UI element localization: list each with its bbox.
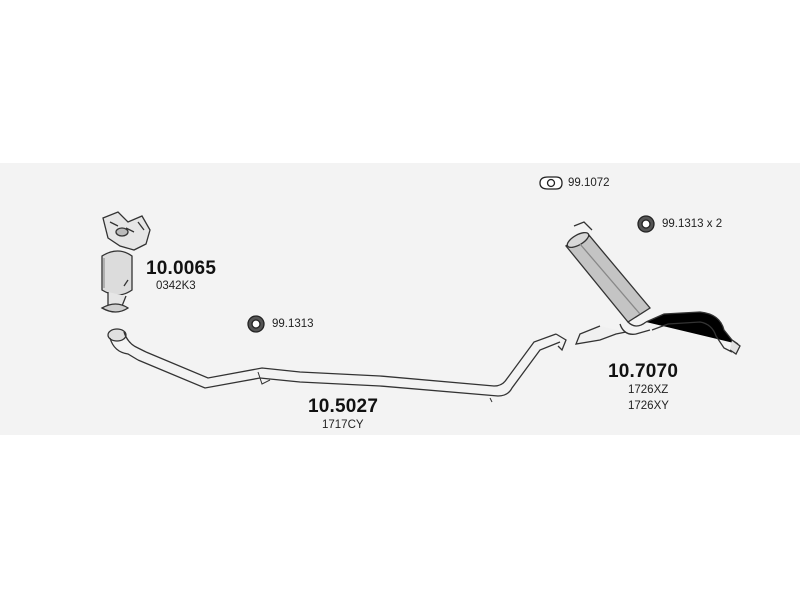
gasket-code: 99.1072 — [568, 177, 610, 189]
catalyst-part-number: 10.0065 — [146, 258, 217, 279]
diagram-background — [0, 163, 800, 435]
middle-pipe-part — [107, 328, 567, 403]
rubber-mount-icon-middle — [247, 315, 265, 333]
rubber-mount-middle-code: 99.1313 — [272, 318, 314, 330]
rear-silencer-part-number: 10.7070 — [608, 361, 679, 382]
rubber-mount-rear-code: 99.1313 x 2 — [662, 218, 723, 230]
middle-pipe-ref: 1717CY — [322, 419, 364, 431]
rear-silencer-ref-1: 1726XZ — [628, 384, 669, 396]
catalyst-ref: 0342K3 — [156, 280, 196, 292]
middle-pipe-part-number: 10.5027 — [308, 396, 379, 417]
rear-silencer-part — [565, 221, 741, 355]
gasket-icon — [539, 176, 563, 190]
catalyst-part — [100, 211, 151, 313]
rubber-mount-icon-rear — [637, 215, 655, 233]
rear-silencer-ref-2: 1726XY — [628, 400, 669, 412]
